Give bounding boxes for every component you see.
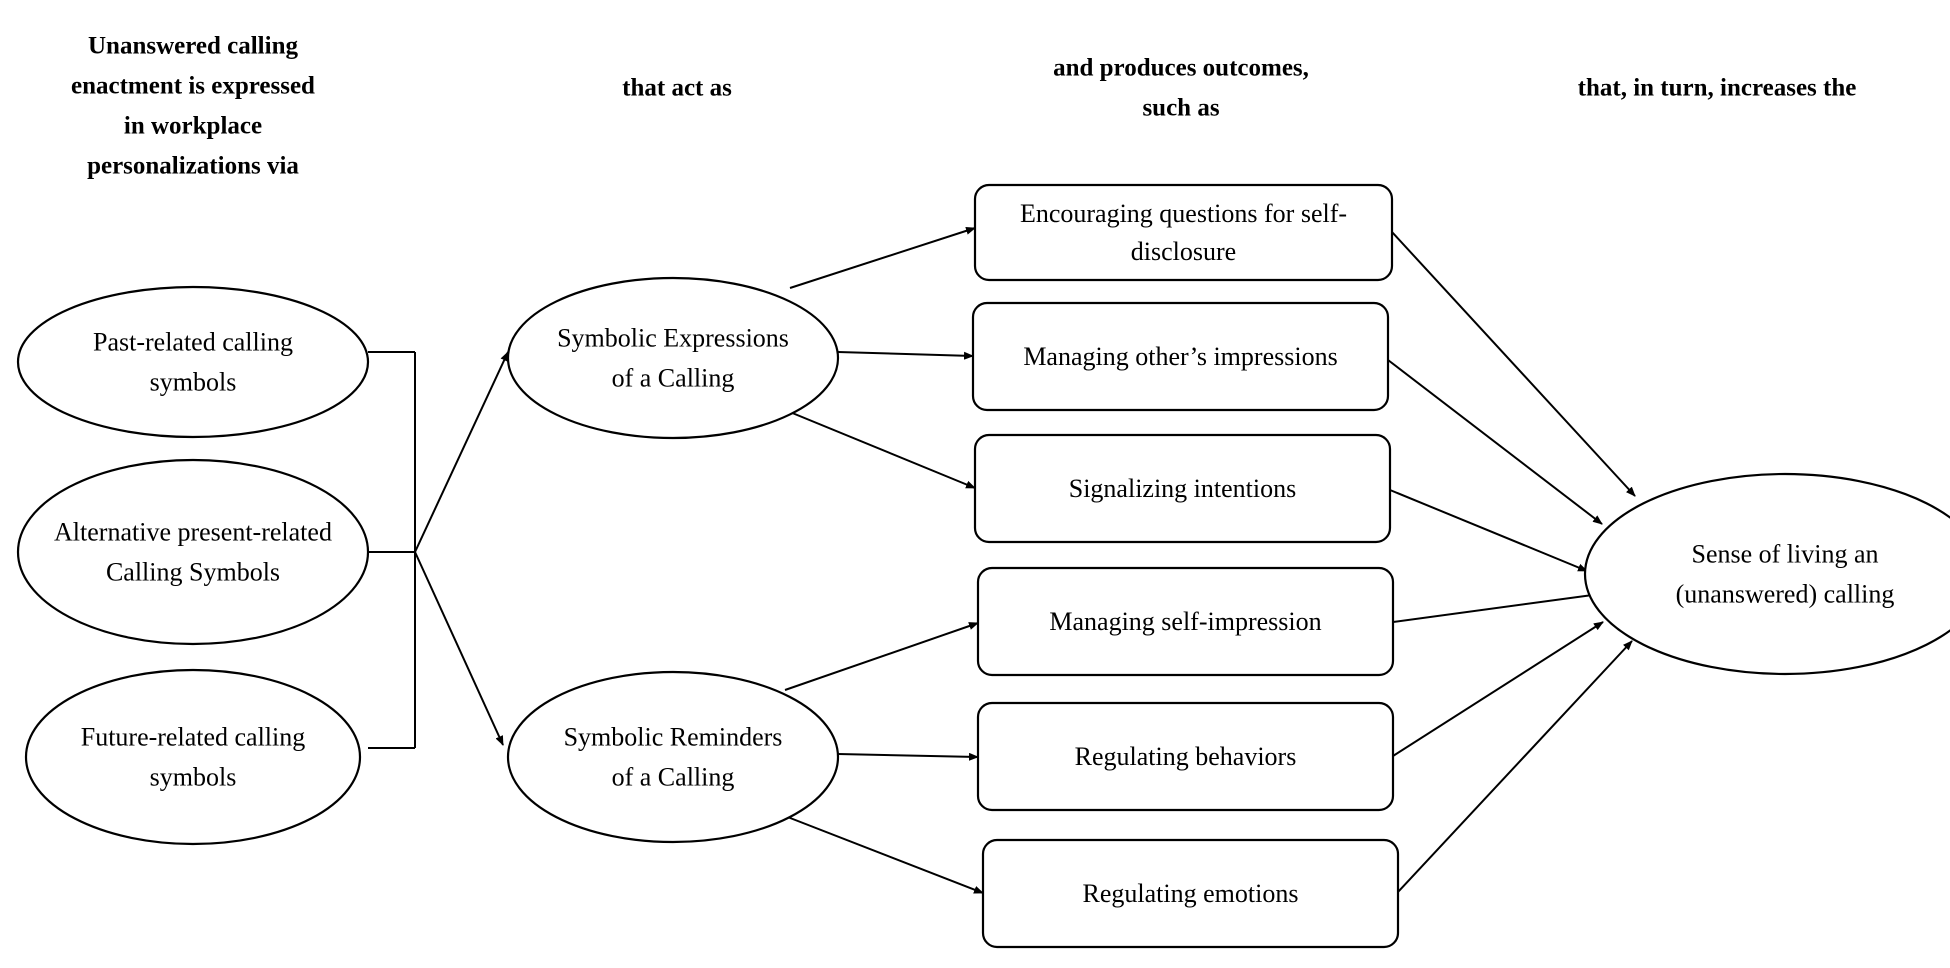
symbolic-reminders-line-1: Symbolic Reminders [564,723,783,752]
symbolic-expressions-ellipse [506,276,840,440]
regulating-emotions-line-1: Regulating emotions [1083,879,1299,908]
header-layer: Unanswered calling enactment is expressed… [71,33,1856,180]
managing-self-impression-node: Managing self-impression [976,566,1395,677]
header-symbols-line-4: personalizations via [87,153,299,180]
header-result-line-1: that, in turn, increases the [1578,75,1857,102]
regulating-emotions-node: Regulating emotions [981,838,1400,949]
header-symbols-line-3: in workplace [124,113,262,140]
encouraging-questions-node: Encouraging questions for self-disclosur… [973,183,1394,282]
encouraging-questions-line-1: Encouraging questions for self- [1020,199,1347,228]
symbolic-expressions-line-2: of a Calling [612,364,735,393]
signalizing-intentions-node: Signalizing intentions [973,433,1392,544]
arrow-rem-regulating-emotions [784,815,984,894]
header-outcomes-line-1: and produces outcomes, [1053,55,1309,82]
header-result: that, in turn, increases the [1578,75,1857,102]
sense-of-living-calling-line-2: (unanswered) calling [1676,580,1895,609]
past-symbols-line-2: symbols [150,368,237,397]
arrow-managing-others-result [1387,359,1603,525]
past-symbols-line-1: Past-related calling [93,328,293,357]
header-symbols: Unanswered calling enactment is expressed… [71,33,315,180]
regulating-behaviors-node: Regulating behaviors [976,701,1395,812]
encouraging-questions-line-2: disclosure [1131,237,1236,266]
present-symbols-line-2: Calling Symbols [106,558,280,587]
signalizing-intentions-box [973,433,1392,544]
header-outcomes: and produces outcomes, such as [1053,55,1309,122]
future-symbols-line-2: symbols [150,763,237,792]
managing-others-impressions-box [971,301,1390,412]
regulating-behaviors-box [976,701,1395,812]
managing-self-impression-box [976,566,1395,677]
connector-layer [368,226,1636,894]
past-symbols-ellipse [16,285,370,439]
sense-of-living-calling-node: Sense of living an (unanswered) calling [1583,472,1950,676]
past-symbols-node: Past-related calling symbols [16,285,370,439]
sense-of-living-calling-line-1: Sense of living an [1691,540,1878,569]
header-symbols-line-1: Unanswered calling [88,33,298,60]
header-functions-line-1: that act as [622,75,732,102]
signalizing-intentions-line-1: Signalizing intentions [1069,474,1297,503]
arrow-regulating-behaviors-result [1392,621,1604,757]
encouraging-questions-box [973,183,1394,282]
managing-self-impression-line-1: Managing self-impression [1049,607,1321,636]
symbolic-reminders-ellipse [506,670,840,844]
future-symbols-node: Future-related calling symbols [24,668,362,846]
sense-of-living-calling-ellipse [1583,472,1950,676]
arrow-expr-managing-others [837,351,974,360]
present-symbols-ellipse [16,458,370,646]
header-symbols-line-2: enactment is expressed [71,73,315,100]
arrow-to-reminders [414,551,504,746]
symbolic-reminders-node: Symbolic Reminders of a Calling [506,670,840,844]
symbolic-expressions-line-1: Symbolic Expressions [557,324,789,353]
symbolic-reminders-line-2: of a Calling [612,763,735,792]
arrow-managing-self-result [1392,591,1601,623]
present-symbols-line-1: Alternative present-related [54,518,332,547]
arrow-to-expressions [414,351,509,553]
arrow-regulating-emotions-result [1397,640,1633,893]
arrow-encouraging-result [1391,231,1636,497]
future-symbols-line-1: Future-related calling [81,723,306,752]
managing-others-impressions-node: Managing other’s impressions [971,301,1390,412]
arrow-rem-regulating-behaviors [837,752,979,761]
symbolic-expressions-node: Symbolic Expressions of a Calling [506,276,840,440]
regulating-behaviors-line-1: Regulating behaviors [1075,742,1297,771]
arrow-rem-managing-self [784,622,979,691]
future-symbols-ellipse [24,668,362,846]
regulating-emotions-box [981,838,1400,949]
header-outcomes-line-2: such as [1142,95,1219,122]
arrow-expr-signalizing [784,409,976,489]
arrow-signalizing-result [1389,489,1588,572]
managing-others-impressions-line-1: Managing other’s impressions [1023,342,1337,371]
arrow-expr-encouraging [789,226,976,289]
header-functions: that act as [622,75,732,102]
